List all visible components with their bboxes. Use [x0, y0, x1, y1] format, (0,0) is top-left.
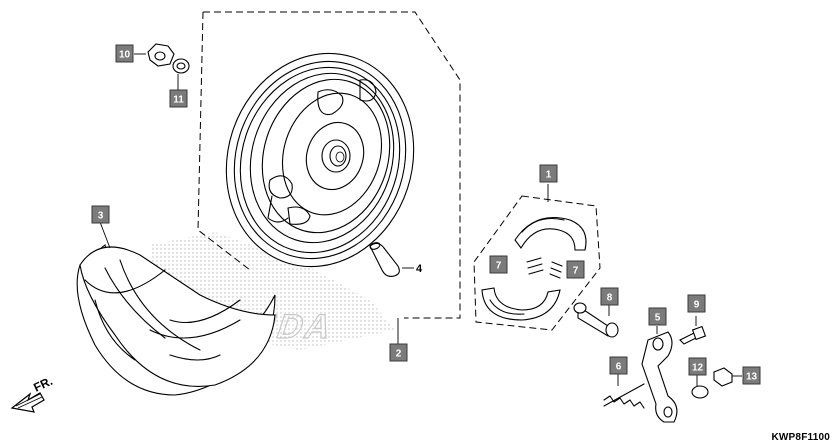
callout-number: 5: [655, 313, 661, 324]
arm-bolt-drawing: [679, 316, 707, 345]
callout-number: 12: [692, 363, 704, 374]
brake-shoe-group-boundary: [473, 195, 601, 331]
callout-number: 6: [616, 362, 622, 373]
callout-12[interactable]: 12: [688, 357, 707, 376]
rear-tire-drawing: [76, 244, 276, 396]
callout-4[interactable]: 4: [416, 263, 423, 275]
wheel-group-boundary: [197, 11, 461, 319]
adjusting-nut-drawing: [713, 367, 742, 387]
brake-arm-drawing: [641, 326, 678, 423]
callout-number: 7: [496, 261, 502, 272]
diagram-code: KWP8F1100: [771, 432, 830, 443]
callout-13[interactable]: 13: [742, 366, 761, 385]
callout-7-1[interactable]: 7: [489, 255, 508, 274]
callout-6[interactable]: 6: [609, 356, 628, 375]
callout-number: 8: [607, 293, 613, 304]
callout-9[interactable]: 9: [687, 294, 706, 313]
callout-11[interactable]: 11: [169, 89, 188, 108]
callout-1[interactable]: 1: [539, 164, 558, 183]
brake-cam-drawing: [573, 302, 619, 338]
callout-number: 13: [746, 372, 758, 383]
callout-number: 2: [396, 349, 402, 360]
callout-number: 9: [694, 300, 700, 311]
joint-pin-drawing: [691, 374, 709, 399]
callout-number: 3: [98, 211, 104, 222]
callout-number: 11: [173, 95, 184, 106]
callout-7-2[interactable]: 7: [566, 260, 585, 279]
tire-valve-drawing: [369, 242, 414, 277]
direction-label: FR.: [31, 374, 54, 395]
callout-10[interactable]: 10: [115, 44, 134, 63]
callout-5[interactable]: 5: [648, 307, 667, 326]
rear-wheel-drawing: [225, 52, 415, 268]
callout-number: 10: [119, 50, 131, 61]
axle-nut-drawing: [134, 43, 175, 67]
callout-number: 7: [573, 266, 579, 277]
brake-shoe-drawing: [481, 216, 587, 321]
brake-arm-spring-drawing: [603, 372, 645, 409]
washer-drawing: [172, 58, 190, 90]
callout-2[interactable]: 2: [389, 343, 408, 362]
front-direction-arrow: FR.: [10, 374, 55, 413]
callout-number: 1: [546, 170, 552, 181]
callout-8[interactable]: 8: [600, 287, 619, 306]
callout-3[interactable]: 3: [91, 205, 110, 224]
